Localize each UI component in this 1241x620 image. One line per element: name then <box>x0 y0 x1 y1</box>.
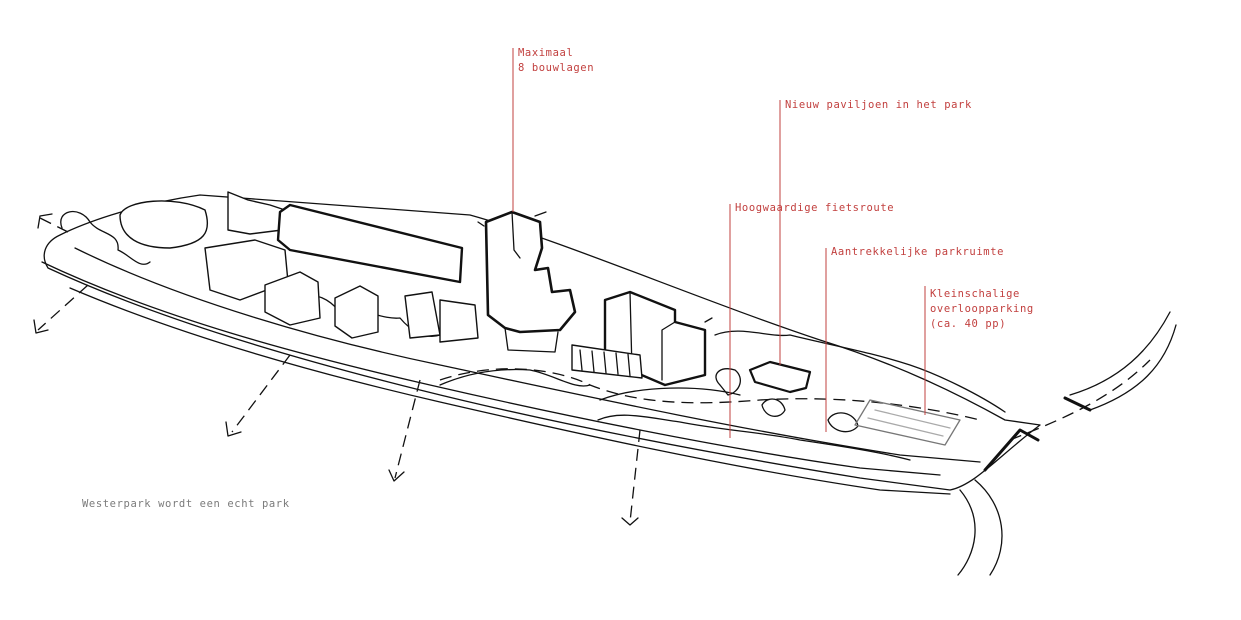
label-pavilion: Nieuw paviljoen in het park <box>785 99 972 111</box>
bike-route <box>74 247 981 463</box>
bridge-north <box>1063 396 1092 412</box>
label-parking-line2: overloopparking <box>930 303 1034 315</box>
park-path <box>439 368 981 421</box>
label-max-height-line1: Maximaal <box>518 47 574 59</box>
tower-building <box>477 210 577 353</box>
road-east-2 <box>974 479 1003 576</box>
park-path-loop <box>599 387 741 401</box>
overflow-parking <box>854 399 961 446</box>
label-parking-line3: (ca. 40 pp) <box>930 318 1007 330</box>
caption: Westerpark wordt een echt park <box>82 498 290 510</box>
label-bike-route: Hoogwaardige fietsroute <box>735 202 895 214</box>
road-ne-2 <box>1089 324 1177 411</box>
road-south-edge <box>69 287 951 495</box>
label-parking-line1: Kleinschalige <box>930 288 1020 300</box>
terrace-building <box>571 344 643 379</box>
long-slab <box>276 203 464 284</box>
bridge-south <box>983 428 1040 472</box>
label-parking: Kleinschalige overloopparking (ca. 40 pp… <box>930 287 1034 332</box>
pavilion <box>748 360 812 394</box>
road-east-1 <box>957 489 976 576</box>
road-east-dash <box>1009 359 1151 441</box>
label-max-height-line2: 8 bouwlagen <box>518 62 595 74</box>
label-max-height: Maximaal 8 bouwlagen <box>518 46 594 76</box>
label-park-space: Aantrekkelijke parkruimte <box>831 246 1005 258</box>
terrace-pattern <box>579 349 631 377</box>
buildings-west <box>119 191 479 343</box>
direction-arrows <box>33 213 641 526</box>
annotation-leaders <box>512 48 926 438</box>
road-ne-1 <box>1069 311 1171 396</box>
road-north-edge <box>41 261 941 476</box>
